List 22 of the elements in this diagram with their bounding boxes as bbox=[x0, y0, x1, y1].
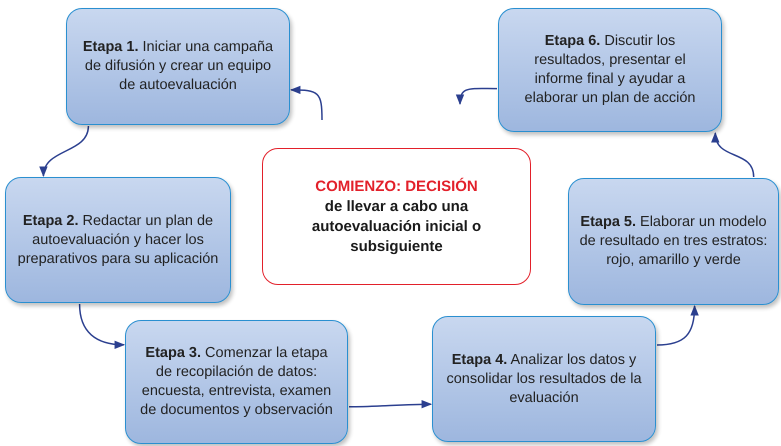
curved-arrow bbox=[290, 86, 323, 120]
stage-box bbox=[125, 320, 348, 444]
start-description: de llevar a cabo una autoevaluación inicial o subsiguiente bbox=[310, 196, 482, 256]
stage-description: Etapa 3. Comenzar la etapa de recopilación de datos: encuesta, entrevista, examen de documentos y observación bbox=[139, 344, 334, 420]
start-box bbox=[262, 148, 531, 285]
curved-arrow bbox=[40, 126, 90, 178]
stage-box bbox=[432, 316, 656, 442]
curved-arrow bbox=[349, 400, 432, 408]
stage-description: Etapa 6. Discutir los resultados, presentar el informe final y ayudar a elaborar un plan de acción bbox=[524, 32, 696, 108]
stage-description: Etapa 5. Elaborar un modelo de resultado en tres estratos: rojo, amarillo y verde bbox=[579, 213, 768, 270]
curved-arrow bbox=[456, 88, 497, 106]
stage-box bbox=[498, 8, 722, 132]
curved-arrow bbox=[712, 132, 754, 178]
stage-description: Etapa 4. Analizar los datos y consolidar los resultados de la evaluación bbox=[445, 350, 643, 408]
stage-description: Etapa 1. Iniciar una campaña de difusión y crear un equipo de autoevaluación bbox=[82, 38, 274, 95]
curved-arrow bbox=[78, 304, 126, 349]
curved-arrow bbox=[656, 304, 698, 346]
start-heading: COMIENZO: DECISIÓN bbox=[315, 176, 478, 196]
stage-description: Etapa 2. Redactar un plan de autoevaluación y hacer los preparativos para su aplicación bbox=[16, 212, 220, 268]
stage-box bbox=[568, 178, 779, 305]
stage-box bbox=[5, 177, 231, 303]
stage-box bbox=[66, 8, 290, 125]
